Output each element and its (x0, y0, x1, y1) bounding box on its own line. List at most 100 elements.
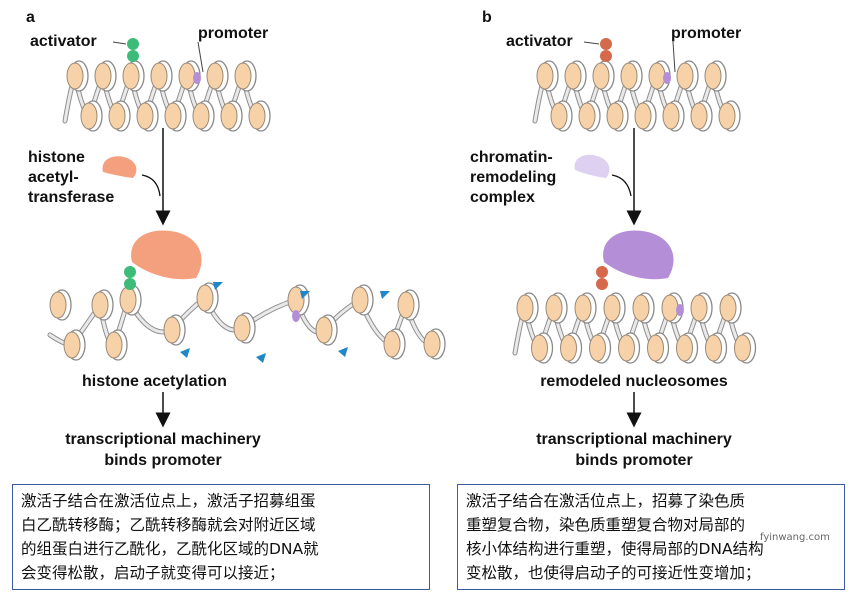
panel-a-fiber-top-top-nucleosome-5-core (206, 62, 224, 90)
panel-b-final-line2: binds promoter (575, 452, 692, 469)
panel-a-fiber-top-top-nucleosome-0-core (66, 62, 84, 90)
panel-a-promoter-label: promoter (198, 25, 268, 42)
watermark-text: fyinwang.com (760, 532, 830, 543)
panel-b-fiber-top-top-nucleosome-0 (536, 60, 559, 92)
panel-b-fiber-top-bottom-nucleosome-5-core (690, 102, 708, 130)
panel-b-fiber-bottom-bottom-nucleosome-5 (676, 332, 699, 364)
panel-b-fiber-bottom-top-nucleosome-1 (545, 292, 568, 324)
panel-a-fiber-open-nucleosome-4-core (119, 286, 137, 314)
panel-a-fiber-open-nucleosome-3 (105, 329, 128, 361)
panel-b-fiber-top-bottom-nucleosome-0 (550, 100, 573, 132)
chromatin-remodeling-complex-bound-icon (603, 230, 674, 280)
panel-b-fiber-top-top-nucleosome-6 (704, 60, 727, 92)
panel-b-fiber-top-bottom-nucleosome-3-core (634, 102, 652, 130)
panel-a-activator-bound-upper (124, 266, 136, 278)
panel-b-fiber-bottom-bottom-nucleosome-0 (531, 332, 554, 364)
panel-b-fiber-bottom-promoter-site (676, 304, 684, 316)
panel-b-fiber-bottom-top-nucleosome-3-core (603, 294, 621, 322)
panel-a-fiber-open-nucleosome-12 (397, 289, 420, 321)
panel-b-fiber-top-top-nucleosome-2-core (592, 62, 610, 90)
panel-b-enzyme-line2: remodeling (470, 169, 556, 186)
panel-b-fiber-bottom-bottom-nucleosome-1-core (560, 334, 577, 362)
panel-a-enzyme-line2: acetyl- (28, 169, 79, 186)
panel-a-fiber-top-bottom-nucleosome-1-core (108, 102, 126, 130)
panel-b-fiber-bottom-top-nucleosome-2 (574, 292, 597, 324)
panel-a-fiber-top-bottom-nucleosome-5-core (220, 102, 238, 130)
panel-b-activator-label: activator (506, 33, 573, 50)
panel-a-fiber-top-top-nucleosome-1-core (94, 62, 112, 90)
panel-b-fiber-bottom-bottom-nucleosome-3-core (618, 334, 635, 362)
panel-a-fiber-open-nucleosome-9 (315, 314, 338, 346)
panel-b-fiber-top-bottom-nucleosome-2 (606, 100, 629, 132)
panel-a-fiber-open-nucleosome-5 (163, 314, 186, 346)
chromatin-remodeling-complex-icon (574, 154, 610, 178)
panel-a-fiber-open-nucleosome-13 (423, 328, 446, 360)
panel-a-fiber-open-nucleosome-1 (63, 329, 86, 361)
panel-a-fiber-top-bottom-nucleosome-0-core (80, 102, 98, 130)
panel-b-activator-bound-upper (596, 266, 608, 278)
panel-b-fiber-top-top-nucleosome-2 (592, 60, 615, 92)
panel-a-fiber-open-nucleosome-2 (91, 289, 114, 321)
panel-a-result-label: histone acetylation (82, 373, 227, 390)
panel-b-fiber-bottom-bottom-nucleosome-2-core (589, 334, 606, 362)
panel-b-fiber-top-bottom-nucleosome-4 (662, 100, 685, 132)
panel-a-fiber-top-bottom-nucleosome-3-core (164, 102, 182, 130)
panel-b-fiber-bottom-top-nucleosome-7 (719, 292, 742, 324)
panel-a-fiber-top-bottom-nucleosome-0 (80, 100, 103, 132)
panel-a-fiber-top-top-nucleosome-6 (234, 60, 257, 92)
panel-b-fiber-top-bottom-nucleosome-3 (634, 100, 657, 132)
panel-a-fiber-top-bottom-nucleosome-6-core (248, 102, 266, 130)
panel-b-fiber-top-bottom-nucleosome-5 (690, 100, 713, 132)
panel-b-caption: 激活子结合在激活位点上，招募了染色质 重塑复合物，染色质重塑复合物对局部的 核小… (457, 484, 845, 590)
chromatin-layer (47, 38, 757, 364)
panel-b-activator-top-upper (600, 38, 612, 50)
panel-a-fiber-top-promoter-site (193, 72, 201, 84)
panel-b-enzyme-line1: chromatin- (470, 149, 553, 166)
panel-b-final-line1: transcriptional machinery (536, 431, 732, 448)
panel-a-enzyme-join-curve (141, 174, 161, 197)
panel-b-fiber-bottom-bottom-nucleosome-6-core (705, 334, 722, 362)
panel-b-fiber-top-top-nucleosome-1-core (564, 62, 582, 90)
panel-a-fiber-top-top-nucleosome-3 (150, 60, 173, 92)
panel-a-activator-top-lower (127, 50, 139, 62)
panel-a-fiber-open-nucleosome-6 (196, 282, 219, 314)
panel-a-fiber-open-nucleosome-10-core (351, 286, 369, 314)
panel-a-fiber-top-bottom-nucleosome-5 (220, 100, 243, 132)
panel-a-fiber-open-nucleosome-11 (383, 328, 406, 360)
panel-a-fiber-open-nucleosome-7 (233, 312, 256, 344)
panel-b-fiber-top-bottom-nucleosome-6-core (718, 102, 736, 130)
panel-a-fiber-open-nucleosome-13-core (423, 330, 441, 358)
panel-a-fiber-top-bottom-nucleosome-4 (192, 100, 215, 132)
panel-a-fiber-top-bottom-nucleosome-3 (164, 100, 187, 132)
panel-b-fiber-bottom-bottom-nucleosome-0-core (531, 334, 548, 362)
panel-a-acetyl-group-icon-1 (300, 291, 310, 299)
panel-a-fiber-top-top-nucleosome-0 (66, 60, 89, 92)
panel-b-fiber-bottom-top-nucleosome-0 (516, 292, 539, 324)
panel-b-fiber-bottom-bottom-nucleosome-6 (705, 332, 728, 364)
panel-b-promoter-leader (672, 41, 676, 73)
panel-b-enzyme-join-curve (611, 174, 632, 197)
panel-a-letter: a (26, 9, 35, 26)
panel-a-fiber-open-nucleosome-6-core (196, 284, 214, 312)
panel-b-fiber-top-top-nucleosome-0-core (536, 62, 554, 90)
panel-b-fiber-top-top-nucleosome-3 (620, 60, 643, 92)
panel-a-fiber-top-top-nucleosome-2-core (122, 62, 140, 90)
panel-a-promoter-leader (197, 41, 204, 73)
panel-b-fiber-bottom-bottom-nucleosome-4-core (647, 334, 664, 362)
panel-a-fiber-top-bottom-nucleosome-2 (136, 100, 159, 132)
panel-a-activator-leader (112, 41, 127, 45)
panel-a-acetyl-group-icon-5 (338, 347, 348, 357)
histone-acetyltransferase-bound-icon (131, 230, 202, 280)
panel-b-fiber-bottom-bottom-nucleosome-4 (647, 332, 670, 364)
panel-b-fiber-bottom-top-nucleosome-5-core (661, 294, 679, 322)
panel-a-fiber-open-nucleosome-0-core (49, 291, 67, 319)
panel-b-fiber-top-bottom-nucleosome-1-core (578, 102, 596, 130)
panel-a-fiber-open-nucleosome-12-core (397, 291, 415, 319)
panel-b-activator-bound-lower (596, 278, 608, 290)
panel-a-fiber-open-nucleosome-8 (287, 284, 310, 316)
panel-a-fiber-top-top-nucleosome-6-core (234, 62, 252, 90)
panel-b-fiber-top-bottom-nucleosome-4-core (662, 102, 680, 130)
panel-a-fiber-open-nucleosome-9-core (315, 316, 333, 344)
panel-a-acetyl-group-icon-4 (256, 353, 266, 363)
